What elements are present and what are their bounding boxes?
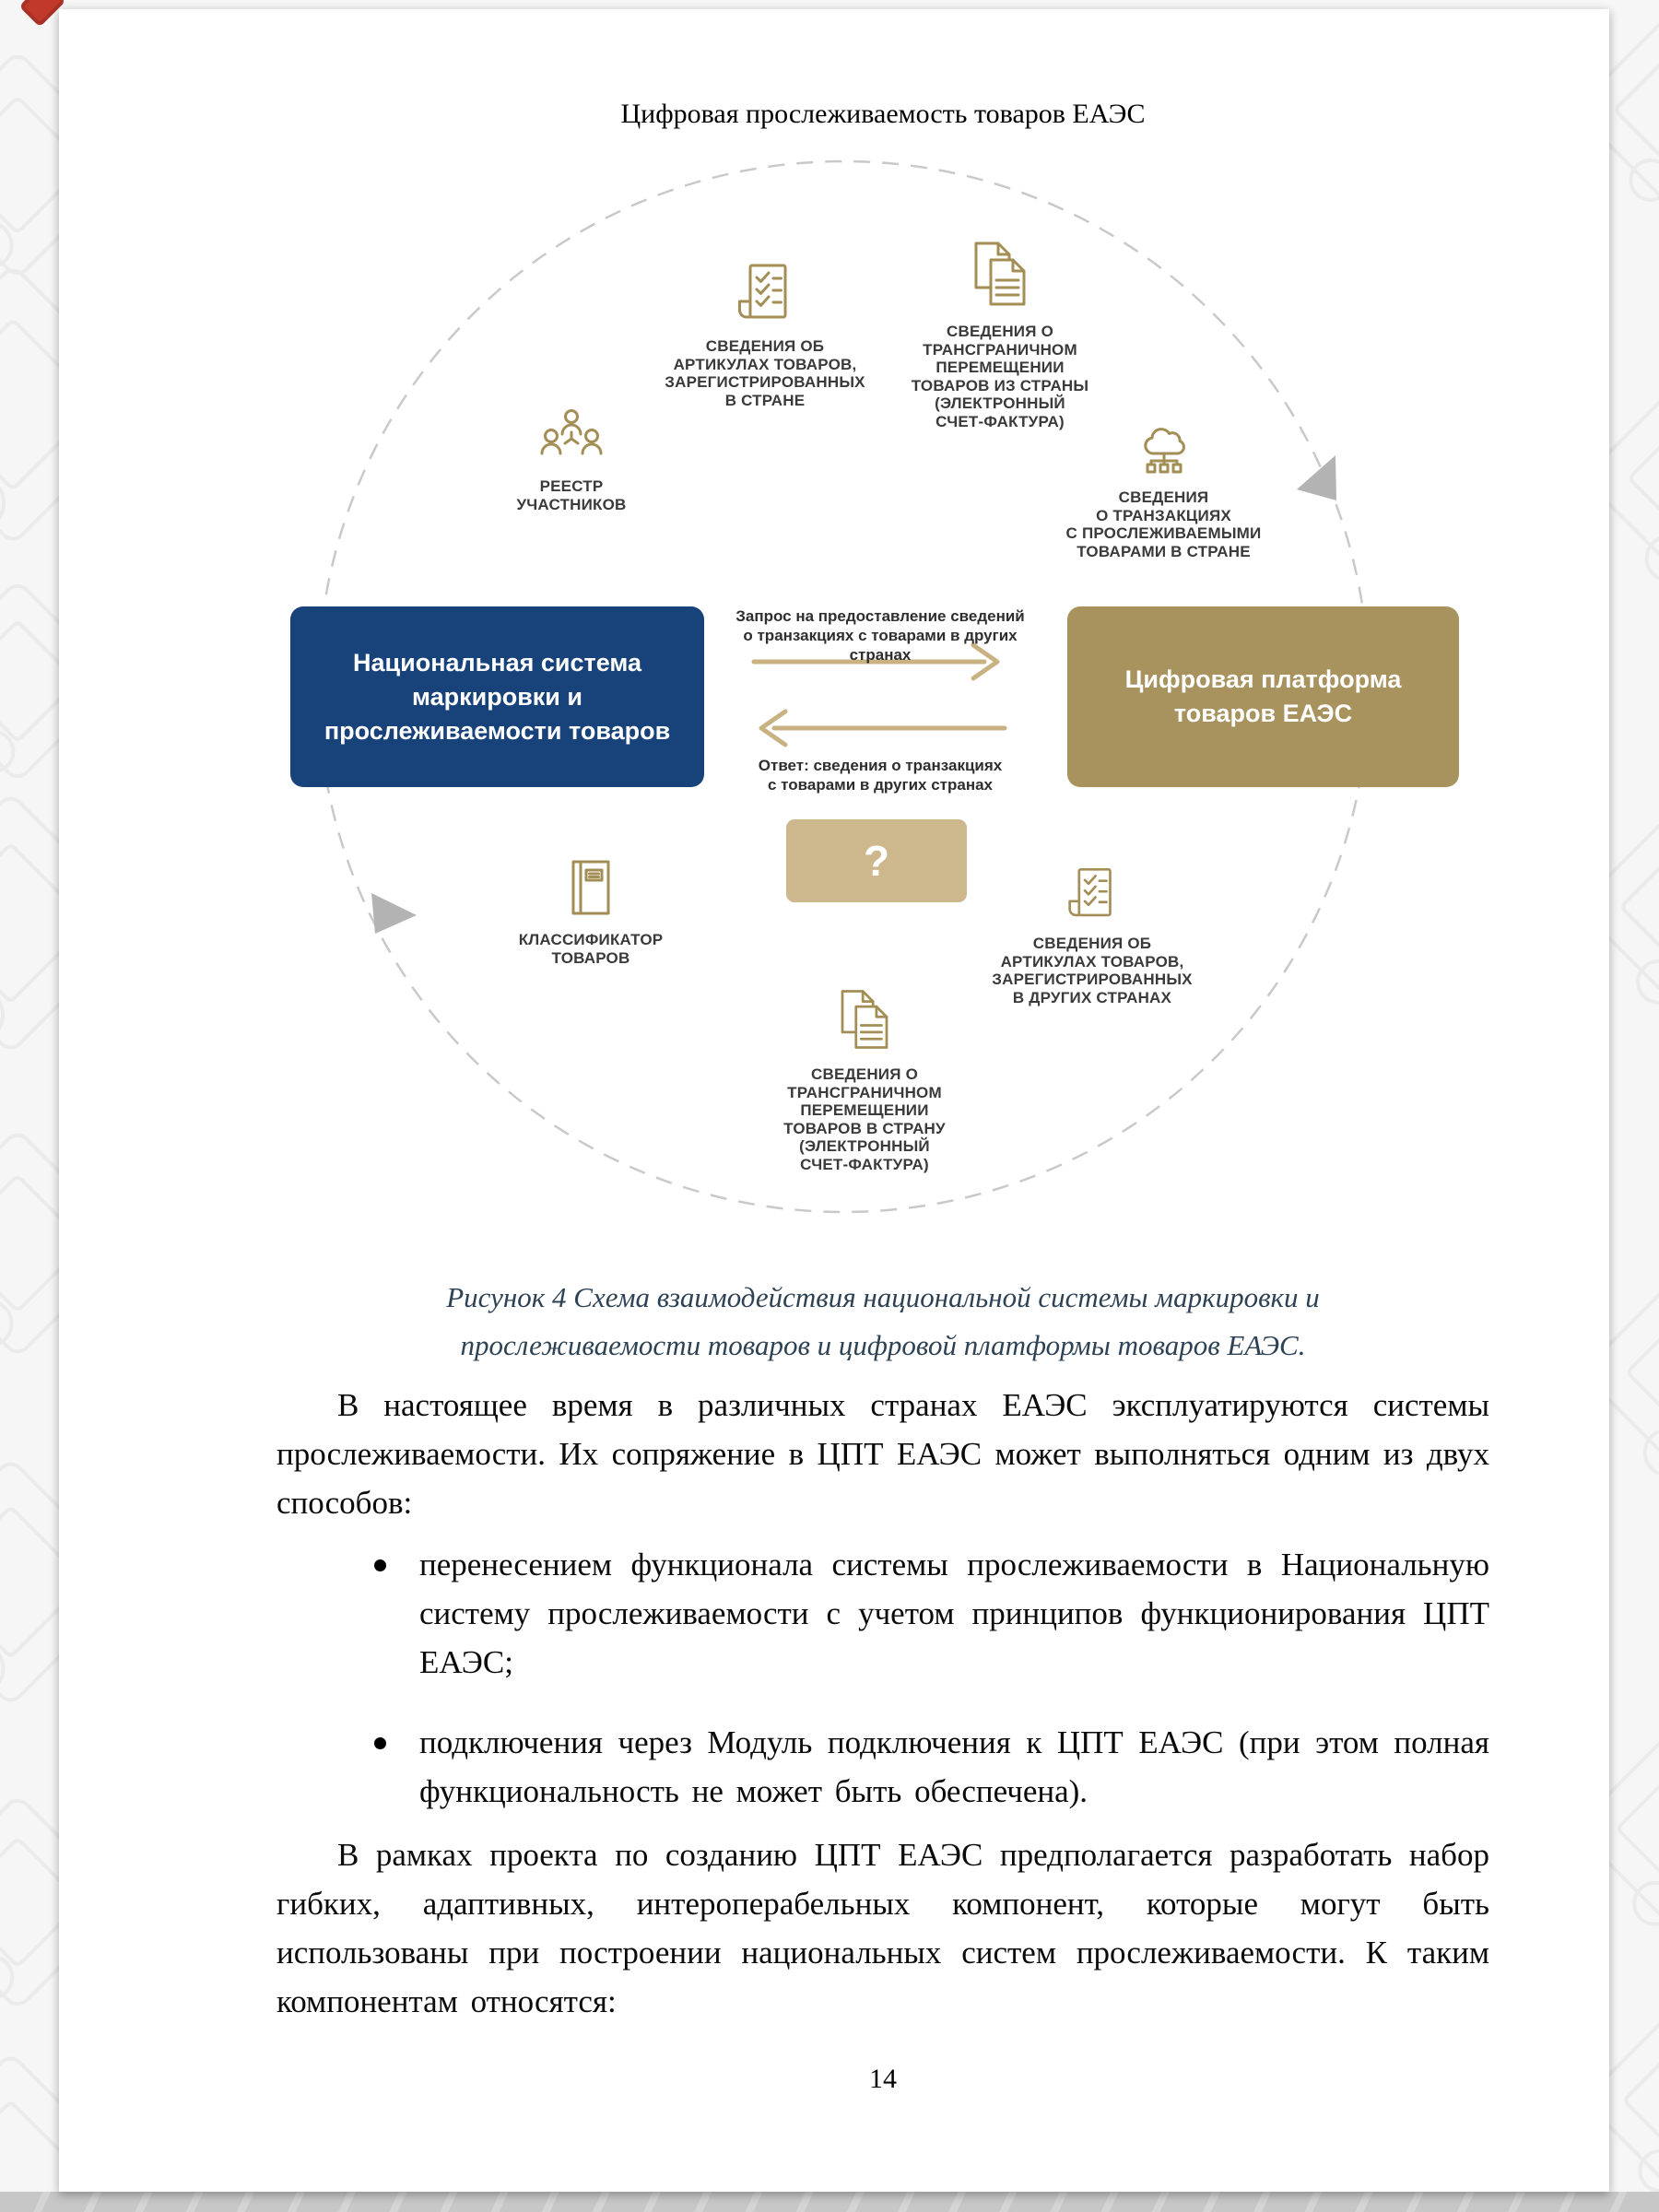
background-bottom-band bbox=[0, 2192, 1659, 2212]
body-text: В настоящее время в различных странах ЕА… bbox=[276, 1381, 1489, 2026]
page-number: 14 bbox=[869, 2064, 897, 2094]
cloud-network-icon bbox=[1143, 428, 1185, 474]
diagram-item-label: СВЕДЕНИЯ ОБ АРТИКУЛАХ ТОВАРОВ, ЗАРЕГИСТР… bbox=[665, 337, 865, 409]
checklist-doc-icon bbox=[738, 264, 787, 319]
diagram-item-label: КЛАССИФИКАТОР ТОВАРОВ bbox=[518, 931, 664, 967]
bullet-item: перенесением функционала системы прослеж… bbox=[276, 1540, 1489, 1687]
eaeu-platform-node: Цифровая платформа товаров ЕАЭС bbox=[1067, 606, 1459, 787]
documents-icon bbox=[974, 241, 1026, 306]
diagram-item-label: СВЕДЕНИЯ О ТРАНСГРАНИЧНОМ ПЕРЕМЕЩЕНИИ ТО… bbox=[911, 323, 1089, 430]
paragraph: В рамках проекта по созданию ЦПТ ЕАЭС пр… bbox=[276, 1837, 1489, 2019]
question-box: ? bbox=[786, 819, 967, 902]
diagram-item-articles-other: СВЕДЕНИЯ ОБ АРТИКУЛАХ ТОВАРОВ, ЗАРЕГИСТР… bbox=[968, 865, 1217, 1006]
diagram-item-transactions: СВЕДЕНИЯ О ТРАНЗАКЦИЯХ С ПРОСЛЕЖИВАЕМЫМИ… bbox=[1041, 417, 1286, 560]
bullet-item: подключения через Модуль подключения к Ц… bbox=[276, 1718, 1489, 1816]
diagram-item-label: СВЕДЕНИЯ ОБ АРТИКУЛАХ ТОВАРОВ, ЗАРЕГИСТР… bbox=[992, 935, 1193, 1006]
diagram-item-crossborder-out: СВЕДЕНИЯ О ТРАНСГРАНИЧНОМ ПЕРЕМЕЩЕНИИ ТО… bbox=[876, 238, 1124, 430]
book-icon bbox=[571, 860, 610, 915]
diagram-item-articles-country: СВЕДЕНИЯ ОБ АРТИКУЛАХ ТОВАРОВ, ЗАРЕГИСТР… bbox=[645, 260, 885, 409]
diagram-item-label: СВЕДЕНИЯ О ТРАНСГРАНИЧНОМ ПЕРЕМЕЩЕНИИ ТО… bbox=[783, 1065, 946, 1173]
page-header: Цифровая прослеживаемость товаров ЕАЭС bbox=[620, 99, 1146, 129]
paragraph: В настоящее время в различных странах ЕА… bbox=[276, 1387, 1489, 1521]
response-arrow-label: Ответ: сведения о транзакциях с товарами… bbox=[758, 757, 1003, 794]
diagram-item-classifier: КЛАССИФИКАТОР ТОВАРОВ bbox=[494, 857, 688, 967]
national-system-node: Национальная система маркировки и просле… bbox=[290, 606, 704, 787]
figure-caption: Рисунок 4 Схема взаимодействия националь… bbox=[446, 1281, 1320, 1361]
request-arrow-label: Запрос на предоставление сведений о тран… bbox=[735, 607, 1025, 664]
diagram-item-label: СВЕДЕНИЯ О ТРАНЗАКЦИЯХ С ПРОСЛЕЖИВАЕМЫМИ… bbox=[1065, 488, 1262, 560]
documents-icon bbox=[841, 990, 888, 1049]
diagram-item-label: РЕЕСТР УЧАСТНИКОВ bbox=[516, 477, 627, 513]
diagram-item-registry: РЕЕСТР УЧАСТНИКОВ bbox=[479, 407, 664, 513]
diagram-item-crossborder-in: СВЕДЕНИЯ О ТРАНСГРАНИЧНОМ ПЕРЕМЕЩЕНИИ ТО… bbox=[735, 986, 994, 1173]
bullet-list: перенесением функционала системы прослеж… bbox=[276, 1540, 1489, 1816]
checklist-doc-icon bbox=[1068, 867, 1112, 917]
participants-icon bbox=[540, 409, 603, 455]
